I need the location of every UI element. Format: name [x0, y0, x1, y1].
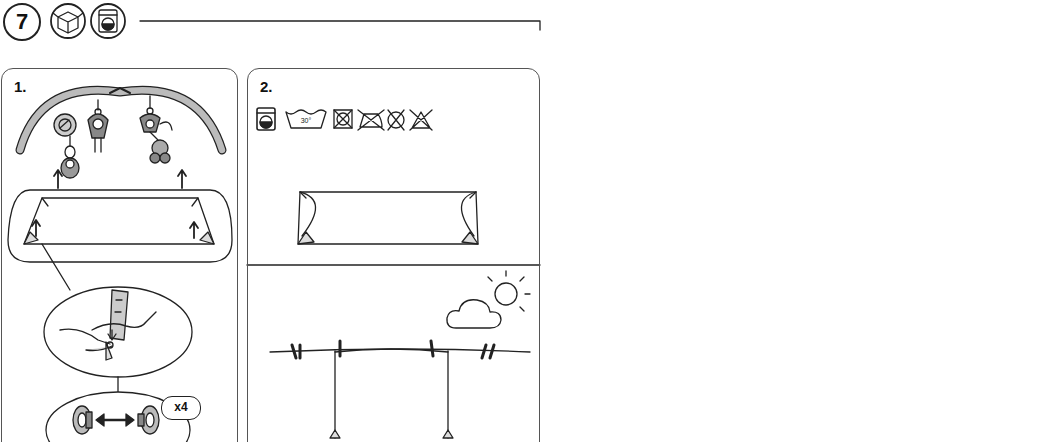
weather-icon [447, 271, 530, 328]
detail-zoom [42, 244, 192, 392]
step-label: 2. [260, 79, 527, 96]
clothesline [270, 341, 530, 438]
step-panel: 2. [247, 68, 540, 442]
header-rule [140, 21, 540, 30]
care-symbols [257, 108, 432, 130]
washing-icon [91, 4, 125, 38]
lift-arrows [32, 170, 198, 238]
wash-temperature: 30° [301, 117, 312, 124]
step-label: 7 [16, 10, 28, 34]
washed-mat [298, 192, 478, 244]
play-gym [8, 88, 232, 262]
quantity-badge: x4 [161, 396, 201, 420]
panel-divider [247, 264, 540, 265]
step-label: 1. [14, 79, 225, 96]
step-label: x4 [174, 401, 187, 414]
box-icon [51, 4, 85, 38]
step-panel: 1. x4 [1, 68, 238, 442]
step-number: 7 [3, 3, 41, 41]
